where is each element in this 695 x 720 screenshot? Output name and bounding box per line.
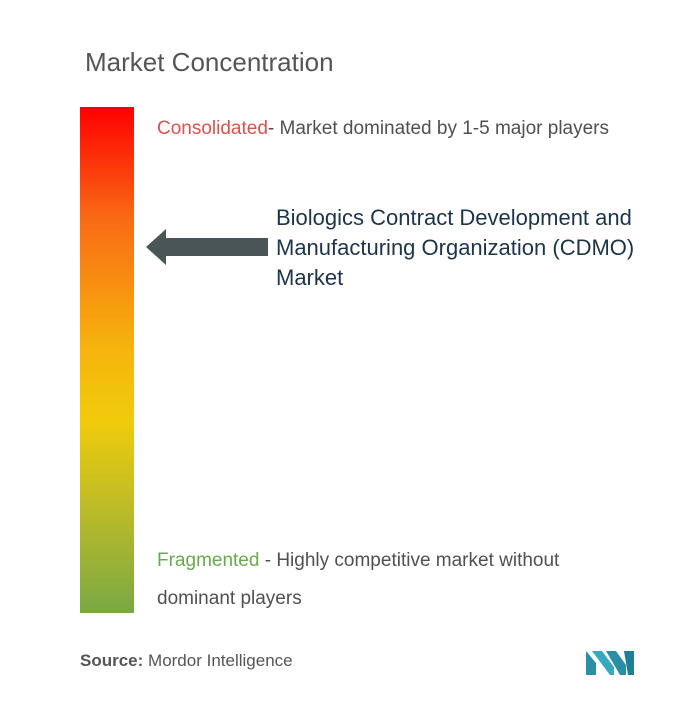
left-arrow-icon [146,229,268,265]
fragmented-text: - Highly competitive market without domi… [157,550,560,609]
concentration-gradient-bar [80,107,134,613]
fragmented-description: Fragmented - Highly competitive market w… [157,542,627,618]
consolidated-description: Consolidated- Market dominated by 1-5 ma… [157,110,627,148]
page-title: Market Concentration [85,47,334,77]
source-line: Source: Mordor Intelligence [80,651,293,671]
source-name: Mordor Intelligence [148,651,293,670]
mordor-intelligence-logo-icon [586,651,634,675]
market-name-label: Biologics Contract Development and Manuf… [276,205,635,290]
source-prefix: Source: [80,651,144,670]
fragmented-tag: Fragmented [157,550,260,571]
consolidated-tag: Consolidated [157,118,268,139]
consolidated-text: - Market dominated by 1-5 major players [267,118,610,139]
